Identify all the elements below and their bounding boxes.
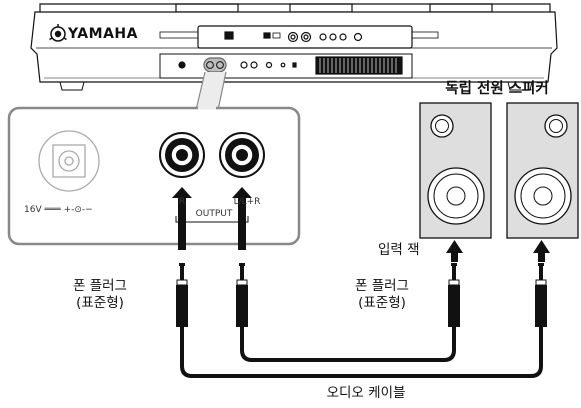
plug-label-left-line2: (표준형) xyxy=(76,295,124,311)
jack-r-label: R xyxy=(178,197,186,207)
keyboard-grille-lines xyxy=(319,58,397,73)
output-jack-l-icon xyxy=(219,132,265,178)
brand-label: YAMAHA xyxy=(68,26,138,42)
plug-label-right-line1: 폰 플러그 xyxy=(355,278,409,294)
audio-cable-label: 오디오 케이블 xyxy=(326,385,406,401)
plug-label-right-line2: (표준형) xyxy=(358,295,406,311)
phone-plug-1-icon xyxy=(176,263,188,327)
input-jack-label: 입력 잭 xyxy=(378,242,420,258)
power-jack-label: 16V ═══ +-⊙-− xyxy=(24,205,93,215)
yamaha-logo-icon xyxy=(49,24,67,42)
phone-plug-3-icon xyxy=(448,263,460,327)
speaker-right xyxy=(506,102,579,239)
phone-plug-4-icon xyxy=(535,263,547,327)
output-jack-r-icon xyxy=(159,132,205,178)
dc-power-jack-icon xyxy=(38,130,100,192)
jack-l-label: L/L+R xyxy=(233,197,261,207)
keyboard-rear-panel xyxy=(30,3,558,83)
speaker-left xyxy=(419,102,492,239)
output-bracket xyxy=(175,216,249,223)
plug-label-left-line1: 폰 플러그 xyxy=(73,278,127,294)
speakers-title: 독립 전원 스피커 xyxy=(445,81,549,97)
plug-arrows xyxy=(172,187,550,262)
phone-plug-2-icon xyxy=(236,263,248,327)
output-label: OUTPUT xyxy=(193,209,235,219)
keyboard-feet xyxy=(59,81,533,91)
audio-cable xyxy=(180,325,543,378)
